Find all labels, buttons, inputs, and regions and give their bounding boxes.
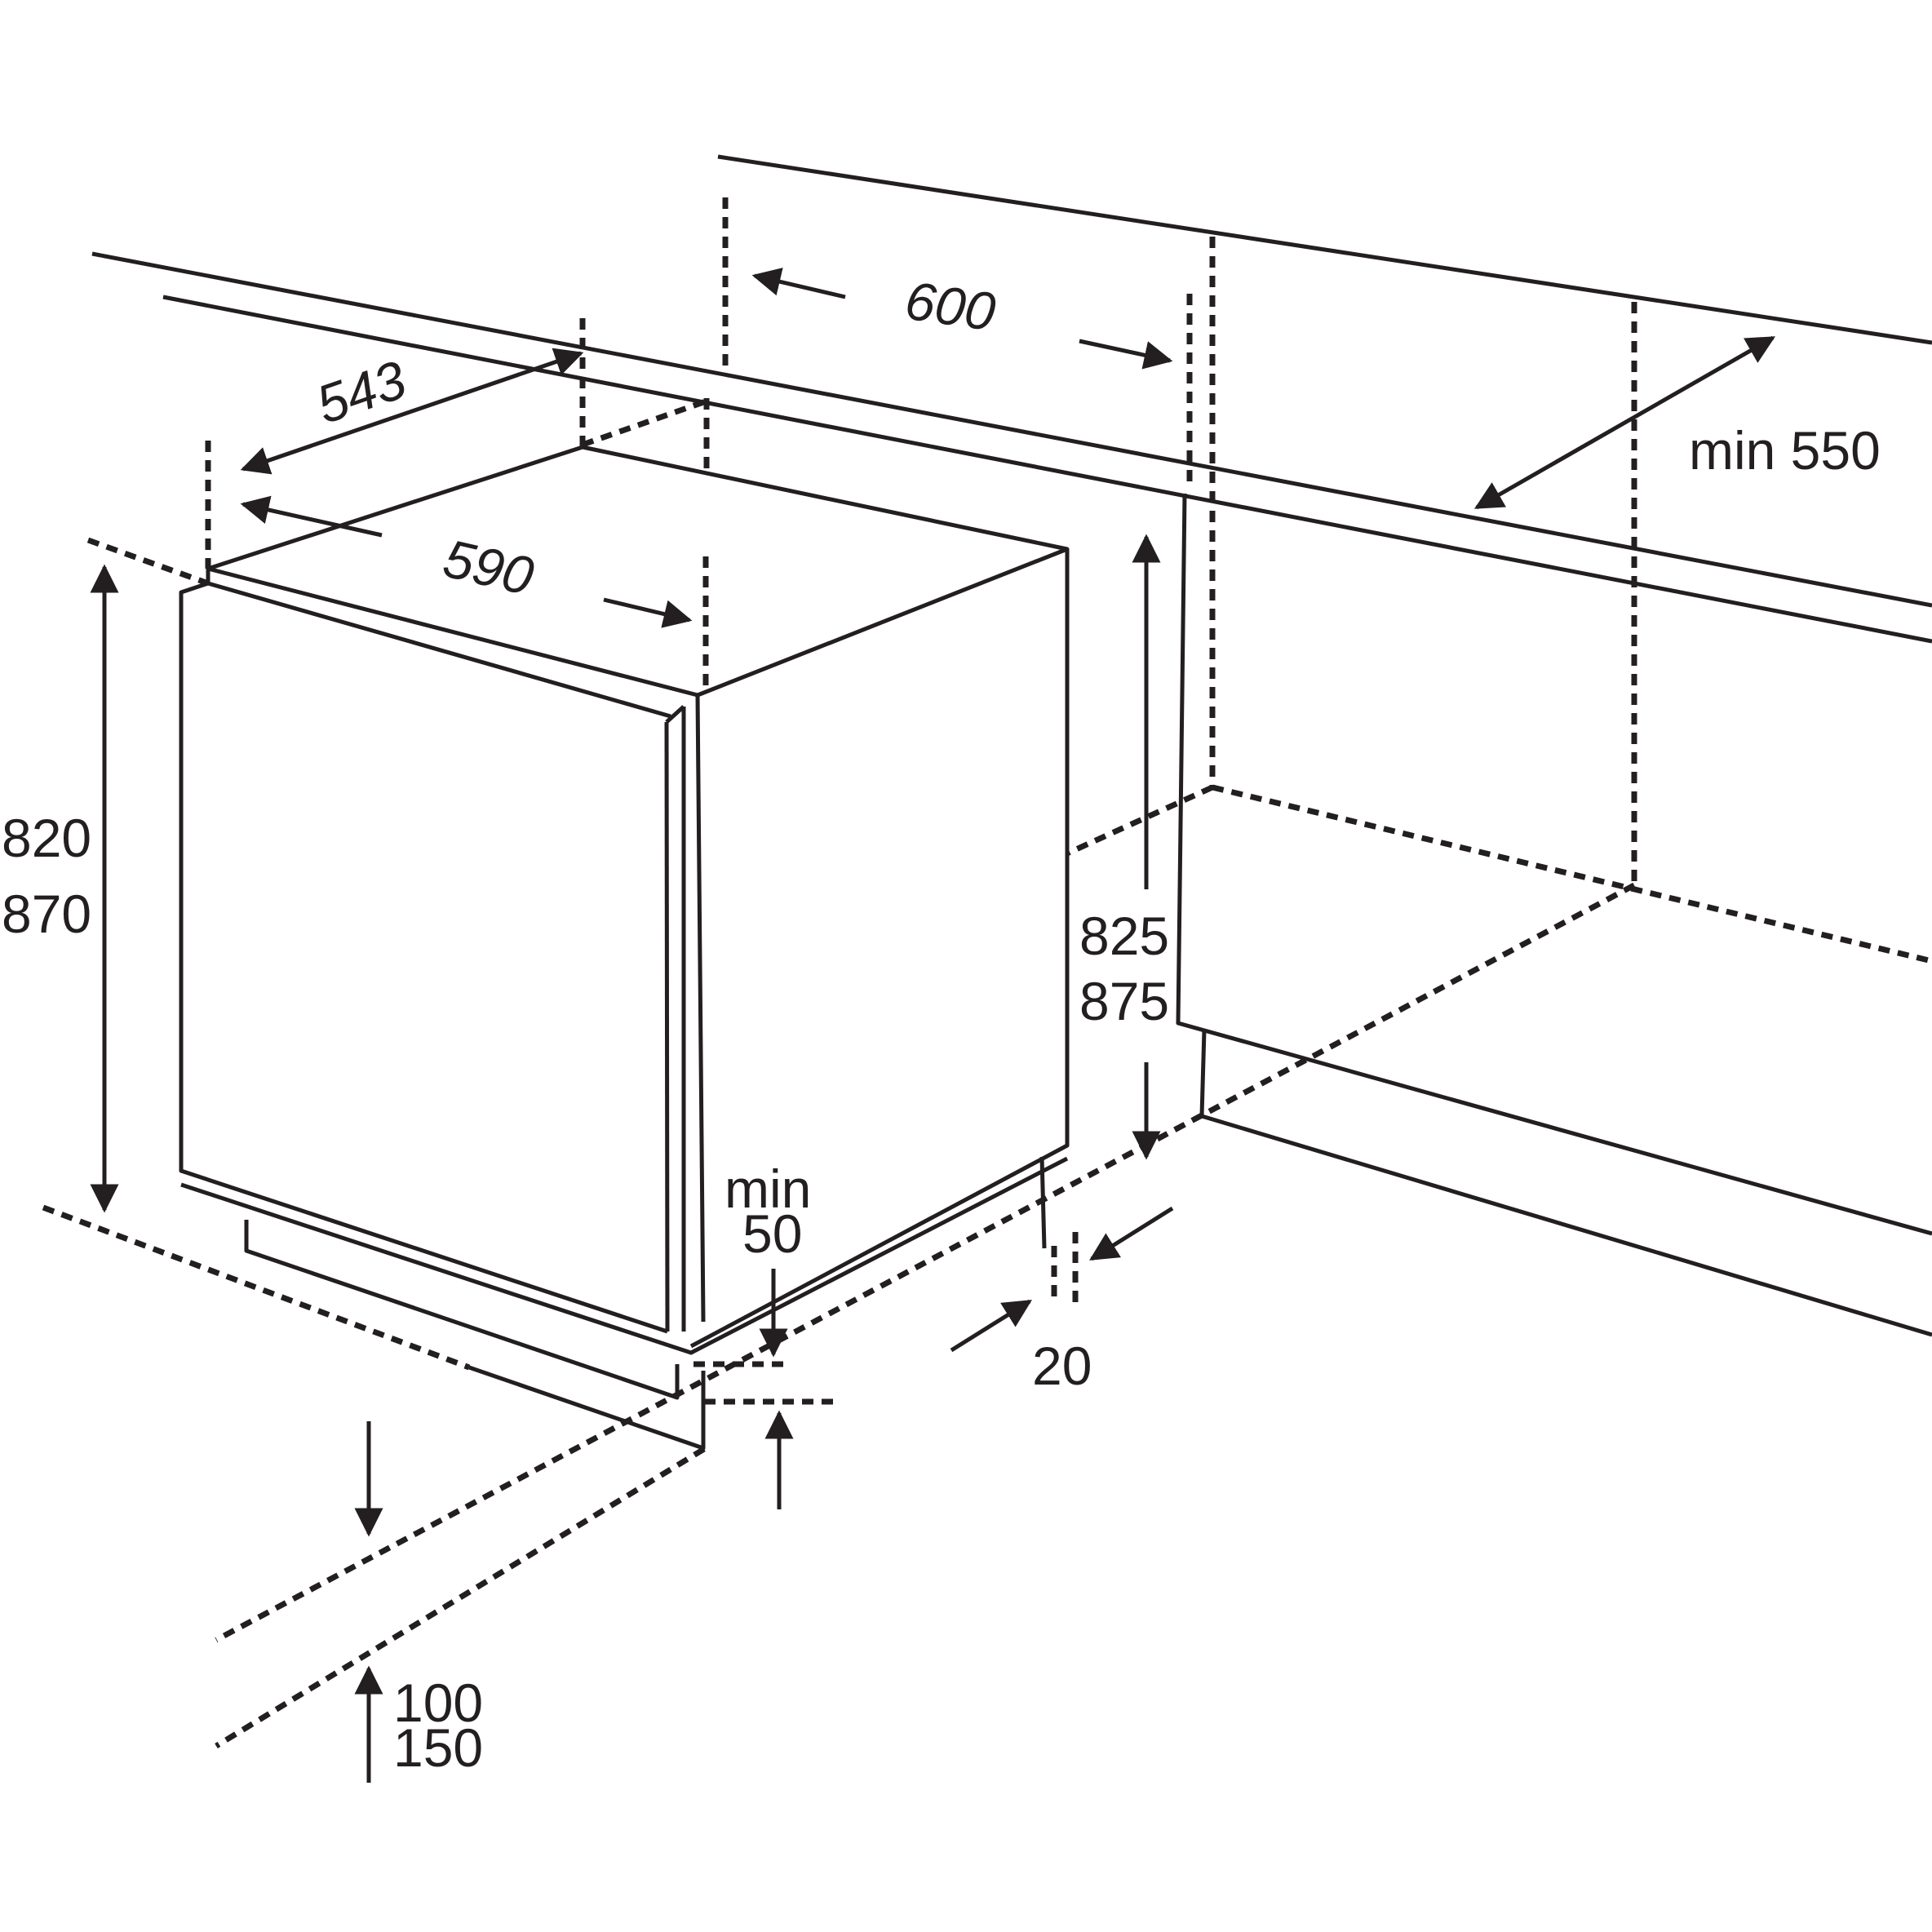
adjacent-cabinet <box>215 237 1932 1643</box>
label-543: 543 <box>308 348 413 435</box>
appliance-unit <box>179 197 1070 1451</box>
dimension-arrows <box>90 268 1776 1783</box>
label-min: min <box>724 1159 811 1219</box>
label-20: 20 <box>1032 1336 1092 1396</box>
label-590: 590 <box>438 528 539 607</box>
floor-lines <box>42 537 1079 1748</box>
label-820: 820 <box>2 808 91 868</box>
label-825: 825 <box>1079 906 1169 966</box>
label-870: 870 <box>2 884 91 944</box>
label-600: 600 <box>902 270 999 343</box>
label-875: 875 <box>1079 971 1169 1031</box>
label-min-550: min 550 <box>1689 420 1881 481</box>
dimension-labels: 543 590 600 min 550 820 870 825 875 min … <box>2 270 1881 1778</box>
label-150: 150 <box>393 1717 483 1778</box>
label-100: 100 <box>393 1673 483 1733</box>
label-50: 50 <box>742 1203 802 1264</box>
